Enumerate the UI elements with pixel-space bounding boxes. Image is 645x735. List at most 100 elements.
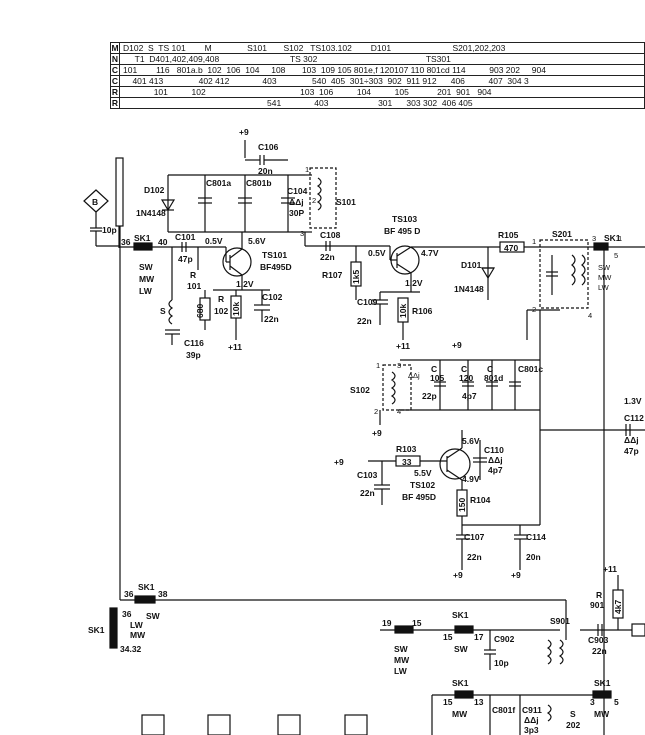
c104-value: 30P: [289, 208, 304, 218]
pin-3-s101: 3: [300, 229, 304, 238]
c107-value: 22n: [467, 552, 482, 562]
mw-low-label-b: MW: [594, 709, 610, 719]
c-adj-s102: ΔΔj: [408, 371, 420, 380]
band-sw-r: SW: [598, 263, 611, 272]
r106-value: 10k: [398, 304, 408, 318]
c801d-label: C: [487, 364, 493, 374]
c109-value: 22n: [357, 316, 372, 326]
c101-label: C101: [175, 232, 196, 242]
c801b-label: C801b: [246, 178, 272, 188]
c112-label: C112: [624, 413, 644, 423]
s102-label: S102: [350, 385, 370, 395]
reference-row-text: 541 403 301 303 302 406 405: [119, 97, 645, 109]
pin-36c: 36: [122, 609, 132, 619]
c-10p-value: 10p: [102, 225, 117, 235]
sk1-mid-label: SK1: [138, 582, 155, 592]
r103-label: R103: [396, 444, 417, 454]
c108-label: C108: [320, 230, 341, 240]
c104-adj: ΔΔj: [289, 197, 304, 207]
supply-11-a: +11: [228, 342, 242, 352]
pin-36b: 36: [124, 589, 134, 599]
pin-2-s102: 2: [374, 407, 378, 416]
c903-value: 22n: [592, 646, 607, 656]
reference-row-text: D102 S TS 101 M S101 S102 TS103.102 D101…: [119, 42, 645, 54]
pin-15b: 15: [443, 632, 453, 642]
supply-9-b: +9: [452, 340, 462, 350]
s-coil-label: S: [160, 306, 166, 316]
voltage-12b: 1.2V: [405, 278, 423, 288]
voltage-13: 1.3V: [624, 396, 642, 406]
voltage-55: 5.5V: [414, 468, 432, 478]
supply-9-d: +9: [334, 457, 344, 467]
pin-13: 13: [474, 697, 484, 707]
ts101-label: TS101: [262, 250, 287, 260]
ts103-type: BF 495 D: [384, 226, 420, 236]
ts103-label: TS103: [392, 214, 417, 224]
pin-1-sk1r: 1: [618, 234, 622, 243]
pin-5-sk1r: 5: [614, 251, 618, 260]
c114-value: 20n: [526, 552, 541, 562]
c110-label: C110: [484, 445, 504, 455]
r103-value: 33: [402, 457, 412, 467]
r102-value: 10k: [231, 302, 241, 316]
r101-label: R: [190, 270, 196, 280]
sk1-right-label: SK1: [604, 233, 621, 243]
c902-label: C902: [494, 634, 515, 644]
c109-label: C109: [357, 297, 378, 307]
c114-label: C114: [526, 532, 546, 542]
pin-2-s101: 2: [312, 196, 316, 205]
reference-row-text: 101 116 801a.b 102 106 104 108 103 109 1…: [119, 64, 645, 76]
c801f-label: C801f: [492, 705, 515, 715]
s202-label: S: [570, 709, 576, 719]
c104-label: C104: [287, 186, 308, 196]
sk1-bottom-a: SK1: [452, 678, 469, 688]
c102-value: 22n: [264, 314, 279, 324]
voltage-05b: 0.5V: [368, 248, 386, 258]
voltage-47: 4.7V: [421, 248, 439, 258]
c120-num: 120: [459, 373, 473, 383]
voltage-49: 4.9V: [462, 474, 480, 484]
r901-label: R: [596, 590, 602, 600]
c103-value: 22n: [360, 488, 375, 498]
c105-num: 105: [430, 373, 444, 383]
r901-value: 4k7: [613, 600, 623, 614]
c106-label: C106: [258, 142, 279, 152]
ts102-label: TS102: [410, 480, 435, 490]
d102-label: D102: [144, 185, 165, 195]
c110-adj: ΔΔj: [488, 455, 503, 465]
c110-value: 4p7: [488, 465, 503, 475]
c911-adj: ΔΔj: [524, 715, 539, 725]
sk1-top-label: SK1: [134, 233, 151, 243]
band-sw-b: SW: [146, 611, 161, 621]
c105-label: C: [431, 364, 437, 374]
supply-9-c: +9: [372, 428, 382, 438]
band-mw-c: MW: [394, 655, 410, 665]
c801c-label: C801c: [518, 364, 543, 374]
pin-3-s201: 3: [592, 234, 596, 243]
c112-value: 47p: [624, 446, 639, 456]
voltage-05: 0.5V: [205, 236, 223, 246]
mw-low-label: MW: [452, 709, 468, 719]
c106-value: 20n: [258, 166, 273, 176]
voltage-56b: 5.6V: [462, 436, 480, 446]
band-lw: LW: [139, 286, 153, 296]
r105-value: 470: [504, 243, 518, 253]
pin-34-32: 34.32: [120, 644, 142, 654]
band-mw: MW: [139, 274, 155, 284]
c112-adj: ΔΔj: [624, 435, 639, 445]
c101-value: 47p: [178, 254, 193, 264]
pin-2-s201: 2: [532, 305, 536, 314]
c801d-num: 801d: [484, 373, 503, 383]
pin-36: 36: [121, 237, 131, 247]
c911-value: 3p3: [524, 725, 539, 735]
c107-label: C107: [464, 532, 485, 542]
supply-9-f: +9: [511, 570, 521, 580]
ts102-type: BF 495D: [402, 492, 436, 502]
s202-num: 202: [566, 720, 580, 730]
band-lw-b: LW: [130, 620, 144, 630]
b-marker-label: B: [92, 197, 98, 207]
pin-15c: 15: [443, 697, 453, 707]
pin-3: 3: [590, 697, 595, 707]
